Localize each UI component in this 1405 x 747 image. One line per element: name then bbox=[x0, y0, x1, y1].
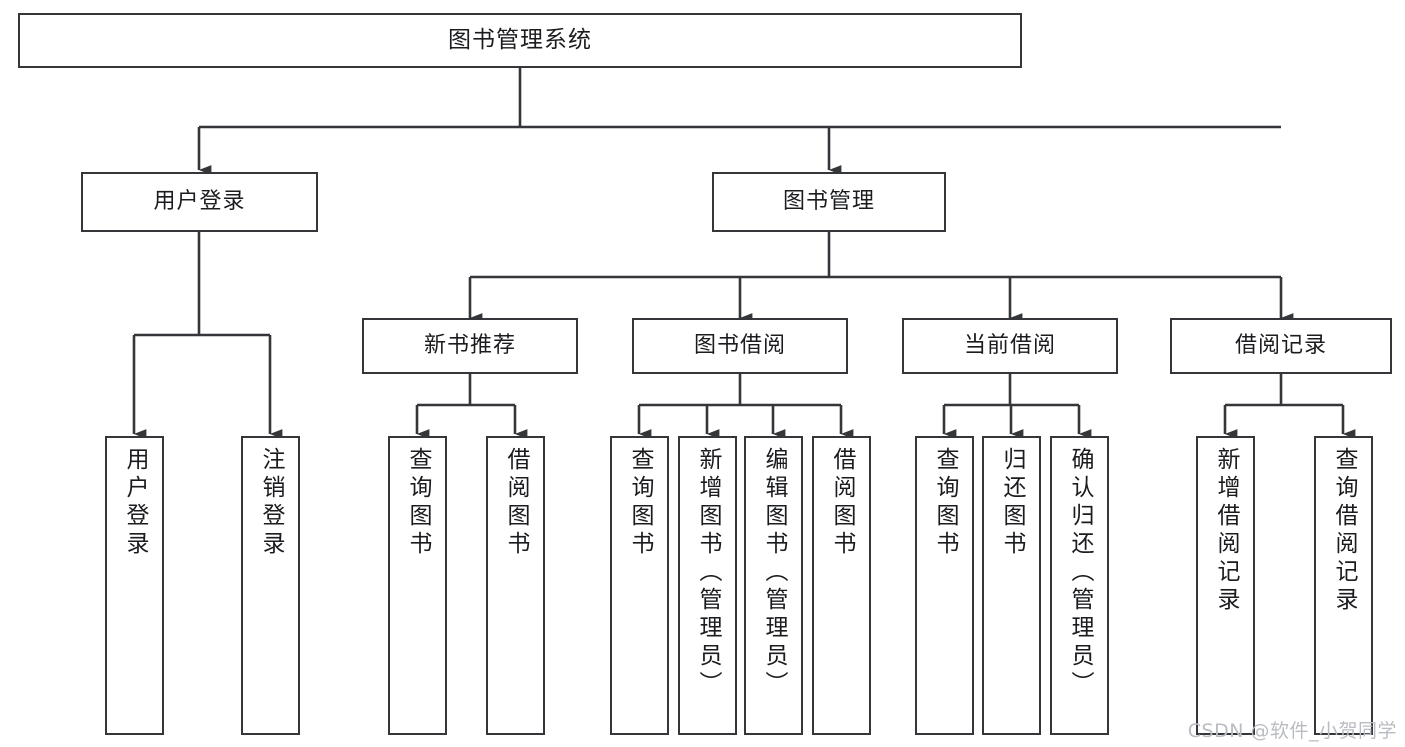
node-label: 查询借阅记录 bbox=[1331, 447, 1357, 615]
node-label: 当前借阅 bbox=[963, 333, 1056, 359]
node-label: 图书管理 bbox=[782, 189, 875, 215]
leaf-add-book-admin[interactable]: 新增图书（管理员） bbox=[678, 436, 737, 735]
leaf-edit-book-admin[interactable]: 编辑图书（管理员） bbox=[744, 436, 803, 735]
node-label: 借阅图书 bbox=[503, 447, 529, 559]
leaf-return-book[interactable]: 归还图书 bbox=[982, 436, 1041, 735]
leaf-query-books-borrow[interactable]: 查询图书 bbox=[610, 436, 669, 735]
leaf-user-login[interactable]: 用户登录 bbox=[105, 436, 164, 735]
node-borrow-records[interactable]: 借阅记录 bbox=[1170, 318, 1392, 374]
node-label: 编辑图书（管理员） bbox=[761, 447, 787, 699]
node-label: 新增图书（管理员） bbox=[695, 447, 721, 699]
leaf-query-books-current[interactable]: 查询图书 bbox=[915, 436, 974, 735]
leaf-borrow-book[interactable]: 借阅图书 bbox=[812, 436, 871, 735]
node-label: 新书推荐 bbox=[423, 333, 516, 359]
node-label: 查询图书 bbox=[405, 447, 431, 559]
node-user-login[interactable]: 用户登录 bbox=[81, 172, 318, 232]
node-label: 查询图书 bbox=[627, 447, 653, 559]
node-label: 图书管理系统 bbox=[448, 26, 592, 53]
node-new-book-recommend[interactable]: 新书推荐 bbox=[362, 318, 578, 374]
node-label: 借阅图书 bbox=[829, 447, 855, 559]
leaf-add-borrow-record[interactable]: 新增借阅记录 bbox=[1196, 436, 1255, 735]
node-current-borrow[interactable]: 当前借阅 bbox=[902, 318, 1118, 374]
watermark: CSDN @软件_小贺同学 bbox=[1187, 720, 1397, 742]
node-label: 查询图书 bbox=[932, 447, 958, 559]
leaf-query-books-recommend[interactable]: 查询图书 bbox=[388, 436, 447, 735]
node-label: 新增借阅记录 bbox=[1213, 447, 1239, 615]
node-label: 图书借阅 bbox=[693, 333, 786, 359]
leaf-query-borrow-record[interactable]: 查询借阅记录 bbox=[1314, 436, 1373, 735]
node-label: 借阅记录 bbox=[1234, 333, 1327, 359]
leaf-logout[interactable]: 注销登录 bbox=[241, 436, 300, 735]
leaf-borrow-books-recommend[interactable]: 借阅图书 bbox=[486, 436, 545, 735]
node-root-system[interactable]: 图书管理系统 bbox=[18, 13, 1022, 68]
node-label: 用户登录 bbox=[122, 447, 148, 559]
node-book-management[interactable]: 图书管理 bbox=[712, 172, 946, 232]
node-label: 注销登录 bbox=[258, 447, 284, 559]
leaf-confirm-return-admin[interactable]: 确认归还（管理员） bbox=[1050, 436, 1109, 735]
node-book-borrow[interactable]: 图书借阅 bbox=[632, 318, 848, 374]
node-label: 归还图书 bbox=[999, 447, 1025, 559]
node-label: 用户登录 bbox=[153, 189, 246, 215]
node-label: 确认归还（管理员） bbox=[1067, 447, 1093, 699]
